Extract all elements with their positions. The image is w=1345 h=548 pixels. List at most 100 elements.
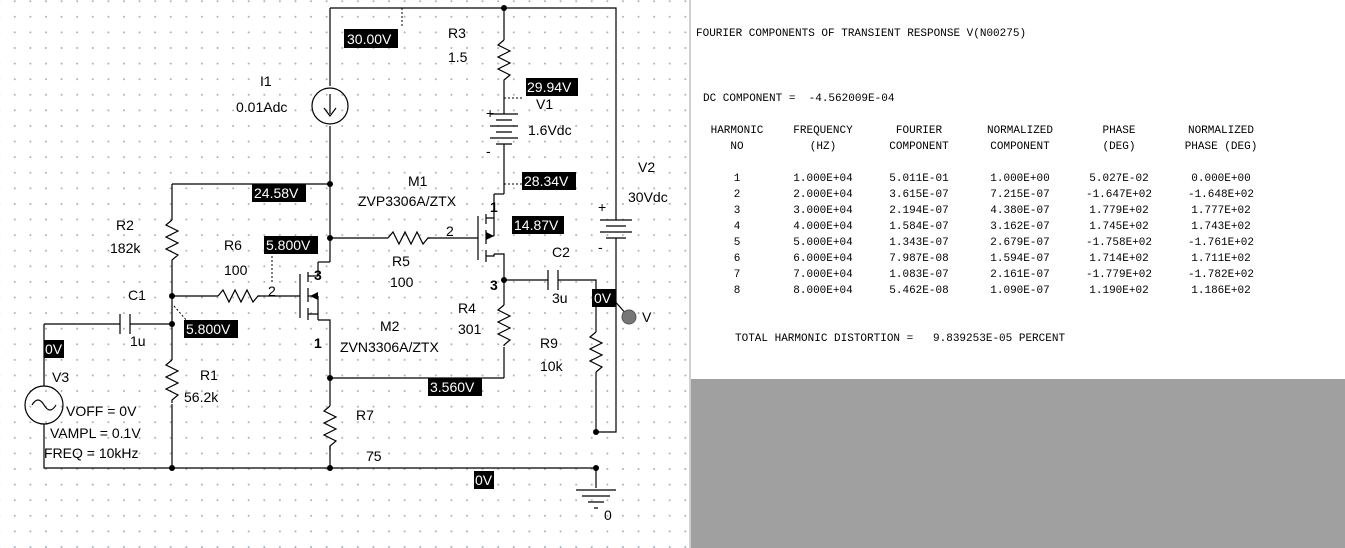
table-cell: 5.462E-08 <box>889 285 949 297</box>
voltage-probe-icon[interactable] <box>621 309 637 325</box>
table-cell: -1.647E+02 <box>1085 189 1152 201</box>
table-cell: 1.186E+02 <box>1191 285 1251 297</box>
table-cell: 1.343E-07 <box>889 237 949 249</box>
table-cell: 1.745E+02 <box>1089 221 1149 233</box>
voltage-marker-output: 0V <box>592 289 616 307</box>
table-row: 6 6.000E+04 7.987E-08 1.594E-07 1.714E+02 1.7… <box>698 251 1276 267</box>
table-cell: 7.000E+04 <box>793 269 853 281</box>
current-source-i1-symbol <box>311 87 349 125</box>
svg-text:29.94V: 29.94V <box>527 79 572 95</box>
table-cell: 5.000E+04 <box>793 237 853 249</box>
v3-name: V3 <box>52 369 69 385</box>
voltage-marker-m2-source: 3.560V <box>428 378 482 396</box>
r9-value: 10k <box>540 358 564 374</box>
resistor-symbols <box>164 39 604 450</box>
table-cell: 1.594E-07 <box>990 253 1050 265</box>
table-cell: 3.000E+04 <box>793 205 853 217</box>
svg-text:30.00V: 30.00V <box>347 31 392 47</box>
schematic-canvas[interactable]: + - + - 1 2 3 3 <box>0 0 690 548</box>
svg-text:0V: 0V <box>475 472 493 488</box>
v3-voff: VOFF = 0V <box>66 403 137 419</box>
svg-text:+: + <box>486 105 494 121</box>
table-cell: 1.777E+02 <box>1191 205 1251 217</box>
table-cell: 1.711E+02 <box>1191 253 1251 265</box>
table-cell: -1.761E+02 <box>1187 237 1254 249</box>
voltage-marker-top: 30.00V <box>344 29 398 48</box>
battery-symbols: + - + - <box>486 104 632 255</box>
svg-text:28.34V: 28.34V <box>524 173 569 189</box>
svg-text:0V: 0V <box>45 341 63 357</box>
table-cell: 3 <box>733 205 741 217</box>
v2-name: V2 <box>638 159 655 175</box>
table-cell: 2.161E-07 <box>990 269 1050 281</box>
voltage-marker-m2-gate: 5.800V <box>184 320 238 338</box>
r7-value: 75 <box>366 448 382 464</box>
r3-name: R3 <box>448 25 466 41</box>
table-cell: 5 <box>733 237 741 249</box>
table-cell: 6 <box>733 253 741 265</box>
r2-symbol <box>164 219 180 262</box>
table-cell: 1.190E+02 <box>1089 285 1149 297</box>
r5-name: R5 <box>392 253 410 269</box>
voltage-marker-ground: 0V <box>474 471 494 489</box>
table-cell: -1.782E+02 <box>1187 269 1254 281</box>
table-cell: 0.000E+00 <box>1191 173 1251 185</box>
table-cell: 4.380E-07 <box>990 205 1050 217</box>
fourier-title: FOURIER COMPONENTS OF TRANSIENT RESPONSE… <box>696 28 1027 40</box>
schematic-drawing[interactable]: + - + - 1 2 3 3 <box>0 0 690 548</box>
m1-value: ZVP3306A/ZTX <box>358 193 457 209</box>
svg-text:-: - <box>598 239 603 255</box>
panel-divider[interactable] <box>689 0 691 548</box>
i1-name: I1 <box>260 73 272 89</box>
voltage-marker-m1-drain: 14.87V <box>512 216 564 234</box>
r6-value: 100 <box>224 262 248 278</box>
table-cell: 7.987E-08 <box>889 253 949 265</box>
c1-value: 1u <box>130 333 146 349</box>
voltage-marker-input: 0V <box>44 340 64 358</box>
table-cell: 4 <box>733 221 741 233</box>
table-cell: 7 <box>733 269 741 281</box>
table-cell: 2.000E+04 <box>793 189 853 201</box>
r1-symbol <box>164 359 180 403</box>
m2-name: M2 <box>380 318 400 334</box>
table-cell: 5.011E-01 <box>889 173 949 185</box>
svg-text:24.58V: 24.58V <box>254 185 299 201</box>
m1-name: M1 <box>408 173 428 189</box>
c2-name: C2 <box>552 244 570 260</box>
table-cell: 8 <box>733 285 741 297</box>
table-cell: 1.000E+04 <box>793 173 853 185</box>
r4-value: 301 <box>458 321 482 337</box>
empty-gray-area <box>691 379 1345 548</box>
voltage-markers[interactable]: 30.00V 29.94V 28.34V 24.58V 14.87V 5.800… <box>44 29 616 489</box>
r3-value: 1.5 <box>448 49 468 65</box>
table-cell: 1.714E+02 <box>1089 253 1149 265</box>
ground-label: 0 <box>604 507 612 523</box>
v3-freq: FREQ = 10kHz <box>44 445 139 461</box>
table-cell: 2.194E-07 <box>889 205 949 217</box>
table-cell: 6.000E+04 <box>793 253 853 265</box>
r9-name: R9 <box>540 335 558 351</box>
r7-name: R7 <box>356 407 374 423</box>
table-cell: -1.758E+02 <box>1085 237 1152 249</box>
table-cell: 3.162E-07 <box>990 221 1050 233</box>
simulation-output-panel[interactable]: FOURIER COMPONENTS OF TRANSIENT RESPONSE… <box>691 0 1345 379</box>
table-cell: 2 <box>733 189 741 201</box>
table-cell: 4.000E+04 <box>793 221 853 233</box>
thd-line: TOTAL HARMONIC DISTORTION = 9.839253E-05… <box>735 333 1066 345</box>
table-cell: 1.743E+02 <box>1191 221 1251 233</box>
table-cell: 1 <box>733 173 741 185</box>
m1-source-pin: 3 <box>490 277 498 293</box>
table-cell: 3.615E-07 <box>889 189 949 201</box>
table-cell: 1.090E-07 <box>990 285 1050 297</box>
m2-gate-pin: 2 <box>268 283 276 299</box>
table-cell: 7.215E-07 <box>990 189 1050 201</box>
mosfet-m2-symbol <box>299 262 319 320</box>
